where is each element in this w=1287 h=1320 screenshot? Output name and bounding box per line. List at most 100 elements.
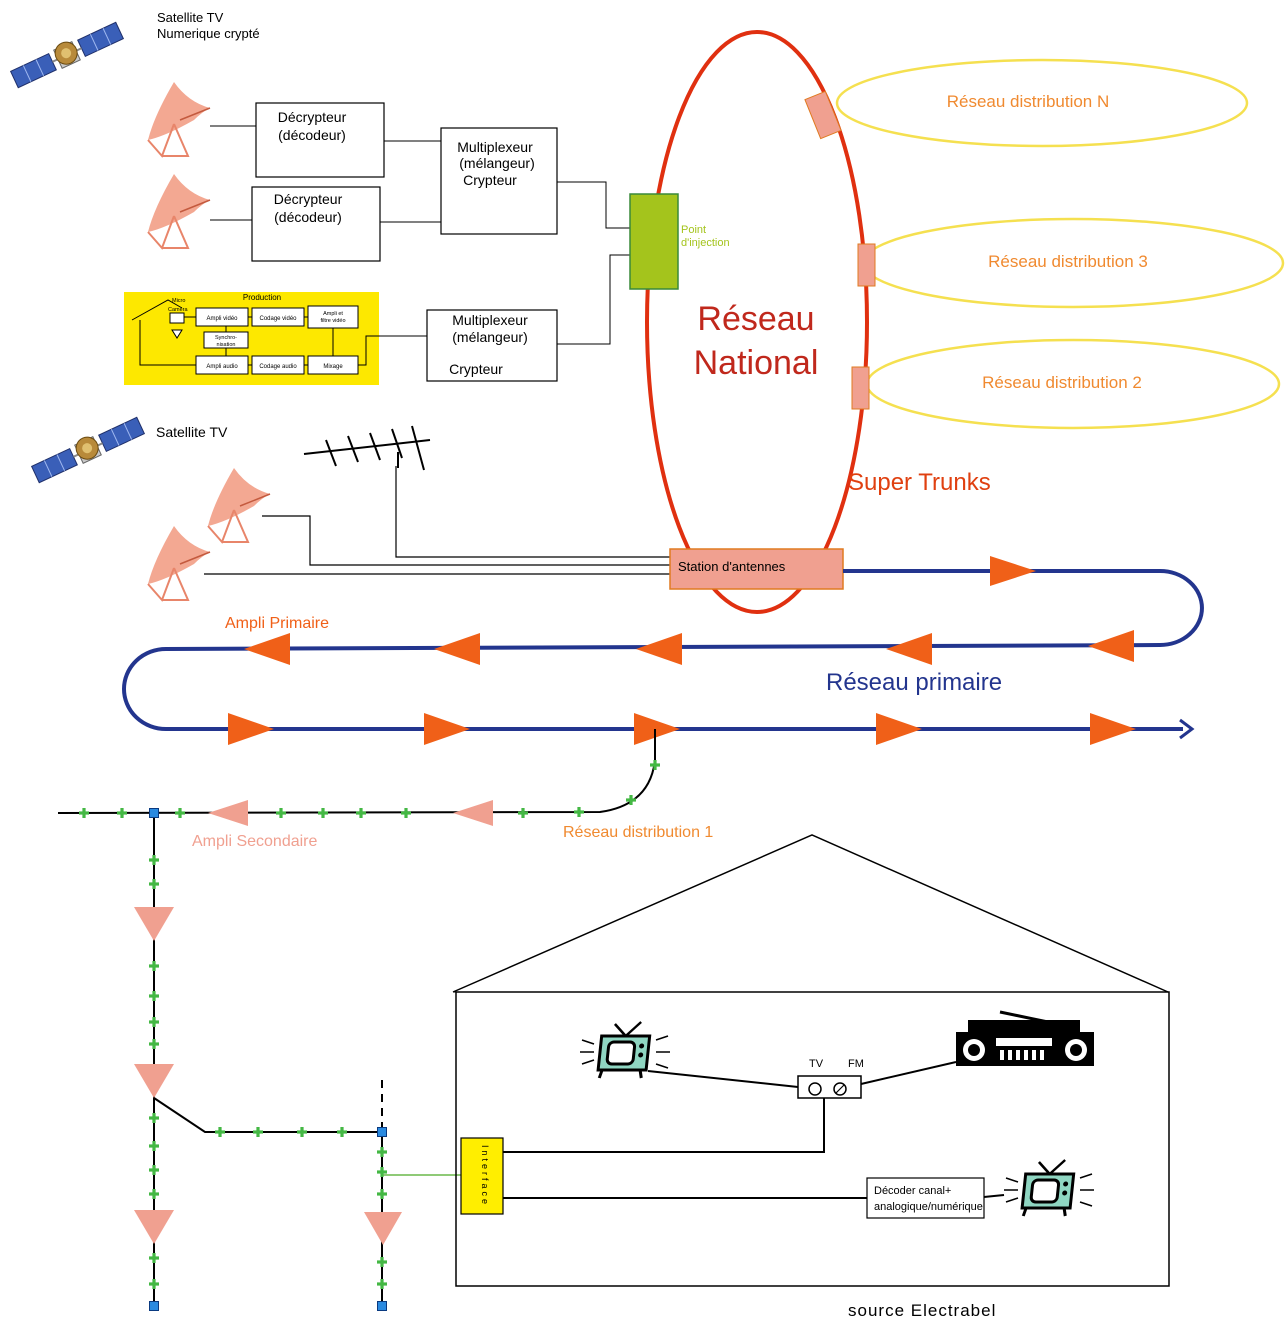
production-mixage: Mixage (323, 364, 343, 370)
national-title-line1: Réseau (697, 300, 814, 338)
secondary-amp (208, 800, 248, 826)
distribution-branch-mid (153, 1097, 382, 1133)
primary-amp (1090, 713, 1136, 745)
injection-point-box (629, 193, 679, 290)
tv-set-icon (1002, 1158, 1096, 1218)
tap-marker (149, 1165, 159, 1175)
secondary-amp (364, 1212, 402, 1245)
distribution-node-n (804, 90, 842, 140)
tap-marker (377, 1257, 387, 1267)
production-ampli-filtre-2: filtre vidéo (320, 318, 345, 324)
production-ampli-filtre-1: Ampli et (323, 311, 343, 317)
tap-marker (356, 808, 366, 818)
primary-amplifiers (228, 556, 1136, 745)
camera-icon (169, 312, 185, 324)
tv-fm-splitter: TV FM (797, 1058, 864, 1099)
tap-marker (149, 879, 159, 889)
yagi-antenna-icon (303, 425, 431, 471)
tap-marker (401, 808, 411, 818)
satellite-top-line2: Numerique crypté (157, 26, 260, 41)
tap-marker (215, 1127, 225, 1137)
decryptor-1-line1: Décrypteur (278, 109, 347, 125)
primary-amp (876, 713, 922, 745)
tap-marker (318, 808, 328, 818)
secondary-amp (453, 800, 493, 826)
tap-marker (276, 808, 286, 818)
decoder-box: Décoder canal+ analogique/numérique (866, 1177, 985, 1219)
interface-box: Interface (460, 1137, 504, 1215)
primary-amp (990, 556, 1036, 586)
satellite-icon (7, 17, 125, 90)
distribution-node-3 (857, 243, 876, 287)
tap-marker (149, 1017, 159, 1027)
radio-boombox-icon (956, 1010, 1094, 1066)
primary-amp (228, 713, 274, 745)
production-ampli-audio: Ampli audio (206, 364, 238, 370)
splitter-fm-label: FM (848, 1058, 864, 1070)
dish-antenna-icon (147, 173, 211, 249)
interface-label: Interface (480, 1145, 490, 1207)
secondary-amp (134, 1210, 174, 1244)
multiplexer-box-2: Multiplexeur (mélangeur) Crypteur (426, 309, 558, 382)
primary-amp (434, 633, 480, 665)
mux-2-line3: Crypteur (449, 361, 503, 377)
mux-1-line3: Crypteur (463, 172, 517, 188)
distribution-1-line (57, 729, 656, 814)
mux-1-line1: Multiplexeur (457, 139, 533, 155)
network-node (377, 1127, 387, 1137)
tv-set-icon (578, 1020, 672, 1080)
network-node (149, 1301, 159, 1311)
dish-antenna-icon (147, 525, 211, 601)
mux-2-line2: (mélangeur) (452, 329, 527, 345)
antenna-station-label: Station d'antennes (678, 559, 786, 574)
decryptor-2-line2: (décodeur) (274, 209, 342, 225)
subscriber-house (452, 834, 1170, 1287)
production-codage-audio: Codage audio (259, 364, 297, 370)
production-panel: Production Micro Caméra Ampli vidéo Coda… (124, 292, 379, 385)
tap-marker (79, 808, 89, 818)
network-node (149, 808, 159, 818)
splitter-tv-label: TV (809, 1058, 824, 1070)
decryptor-2-line1: Décrypteur (274, 191, 343, 207)
network-node (377, 1301, 387, 1311)
tap-marker (297, 1127, 307, 1137)
production-micro: Micro (172, 298, 185, 304)
reseau-primaire-label: Réseau primaire (826, 669, 1002, 696)
super-trunks-label: Super Trunks (848, 469, 991, 496)
secondary-amp (134, 1064, 174, 1098)
tap-marker (377, 1147, 387, 1157)
mux-1-line2: (mélangeur) (459, 155, 534, 171)
tap-marker (518, 808, 528, 818)
primary-amp (636, 633, 682, 665)
tap-marker (175, 808, 185, 818)
distribution-label-n: Réseau distribution N (947, 92, 1110, 111)
tap-marker (574, 807, 584, 817)
tap-marker (149, 1253, 159, 1263)
tap-marker (377, 1279, 387, 1289)
tap-marker (149, 1141, 159, 1151)
tap-marker (337, 1127, 347, 1137)
distribution-label-1: Réseau distribution 1 (563, 824, 713, 841)
distribution-label-2: Réseau distribution 2 (982, 373, 1142, 392)
antenna-station-box: Station d'antennes (669, 548, 844, 590)
tap-marker (650, 760, 660, 770)
production-synchro-2: nisation (217, 342, 236, 348)
distribution-ellipse-n (835, 58, 1249, 148)
secondary-amp (134, 907, 174, 941)
primary-amp (886, 633, 932, 665)
tap-marker (253, 1127, 263, 1137)
ampli-secondaire-label: Ampli Secondaire (192, 833, 318, 850)
national-ring (645, 30, 869, 614)
distribution-node-2 (851, 366, 870, 410)
injection-line1: Point (681, 224, 706, 236)
satellite-top-line1: Satellite TV (157, 10, 224, 25)
tap-marker (149, 1189, 159, 1199)
dish-antenna-icon (147, 81, 211, 157)
decryptor-box-2: Décrypteur (décodeur) (251, 186, 381, 262)
injection-line2: d'injection (681, 237, 730, 249)
multiplexer-box-1: Multiplexeur (mélangeur) Crypteur (440, 127, 558, 235)
decryptor-box-1: Décrypteur (décodeur) (255, 102, 385, 178)
decryptor-1-line2: (décodeur) (278, 127, 346, 143)
primary-amp (1088, 630, 1134, 662)
